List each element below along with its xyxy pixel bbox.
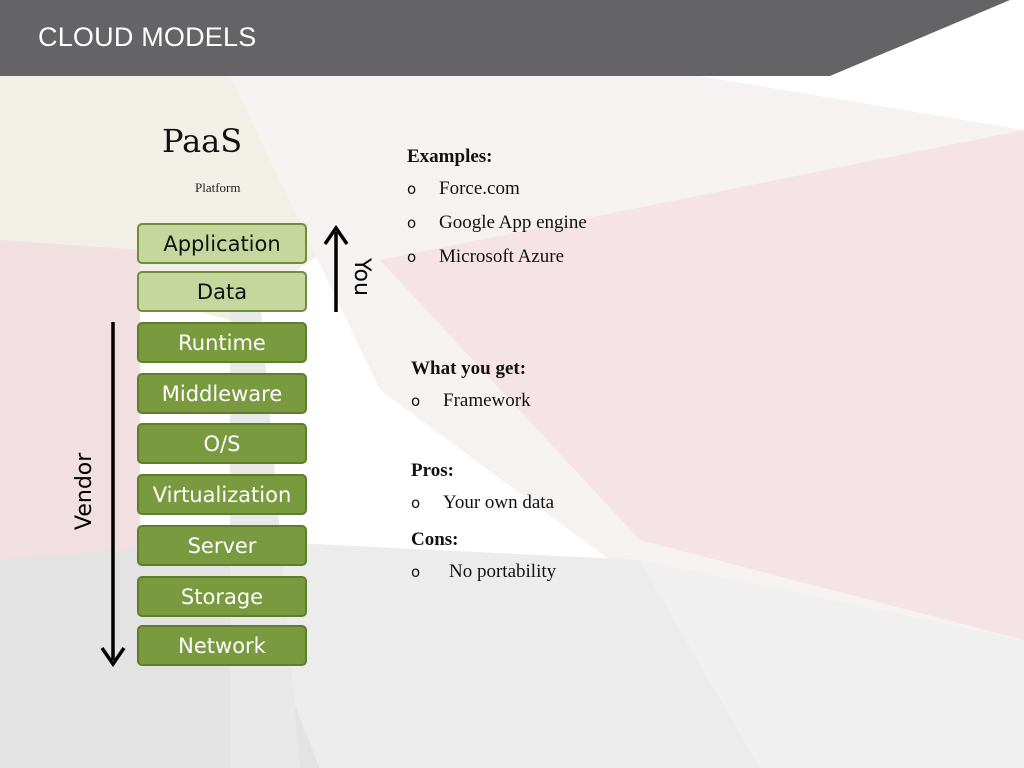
list-item: o No portability <box>411 555 556 589</box>
pros-heading: Pros: <box>411 460 454 481</box>
what-you-get-section: What you get: o Framework <box>411 354 531 418</box>
layer-application: Application <box>137 223 307 264</box>
list-item-text: Framework <box>443 390 531 411</box>
list-item: o Your own data <box>411 486 554 520</box>
list-item-text: Your own data <box>443 492 555 513</box>
slide-title: CLOUD MODELS <box>38 22 257 52</box>
layer-os: O/S <box>137 423 307 464</box>
model-title: PaaS <box>162 122 243 160</box>
bullet-icon: o <box>407 214 417 232</box>
list-item-text: No portability <box>449 561 557 582</box>
vendor-arrow <box>100 322 126 668</box>
layer-label: Server <box>187 533 257 558</box>
layer-label: O/S <box>203 431 241 456</box>
layer-label: Network <box>178 633 266 658</box>
bullet-icon: o <box>407 180 417 198</box>
list-item: o Framework <box>411 384 531 418</box>
model-subtitle: Platform <box>195 180 241 195</box>
you-label: You <box>349 258 374 296</box>
bullet-icon: o <box>407 248 417 266</box>
list-item-text: Microsoft Azure <box>439 246 565 267</box>
pros-section: Pros: o Your own data <box>411 456 554 520</box>
layer-label: Data <box>196 279 248 304</box>
layer-label: Runtime <box>178 330 266 355</box>
header-bar <box>0 0 1010 76</box>
list-item-text: Google App engine <box>439 212 587 233</box>
list-item: o Force.com <box>407 172 587 206</box>
vendor-label: Vendor <box>72 452 97 530</box>
bullet-icon: o <box>411 563 421 581</box>
layer-label: Virtualization <box>152 482 292 507</box>
list-item: o Google App engine <box>407 206 587 240</box>
you-arrow <box>323 224 349 312</box>
list-item: o Microsoft Azure <box>407 240 587 274</box>
layer-server: Server <box>137 525 307 566</box>
layer-label: Application <box>163 231 281 256</box>
cons-heading: Cons: <box>411 529 459 550</box>
layer-network: Network <box>137 625 307 666</box>
layer-label: Storage <box>180 584 264 609</box>
layer-runtime: Runtime <box>137 322 307 363</box>
examples-heading: Examples: <box>407 146 493 167</box>
what-you-get-heading: What you get: <box>411 358 527 379</box>
bullet-icon: o <box>411 494 421 512</box>
cons-section: Cons: o No portability <box>411 525 556 589</box>
layer-virtualization: Virtualization <box>137 474 307 515</box>
layer-storage: Storage <box>137 576 307 617</box>
list-item-text: Force.com <box>439 178 520 199</box>
bullet-icon: o <box>411 392 421 410</box>
layer-label: Middleware <box>161 381 283 406</box>
layer-data: Data <box>137 271 307 312</box>
layer-middleware: Middleware <box>137 373 307 414</box>
